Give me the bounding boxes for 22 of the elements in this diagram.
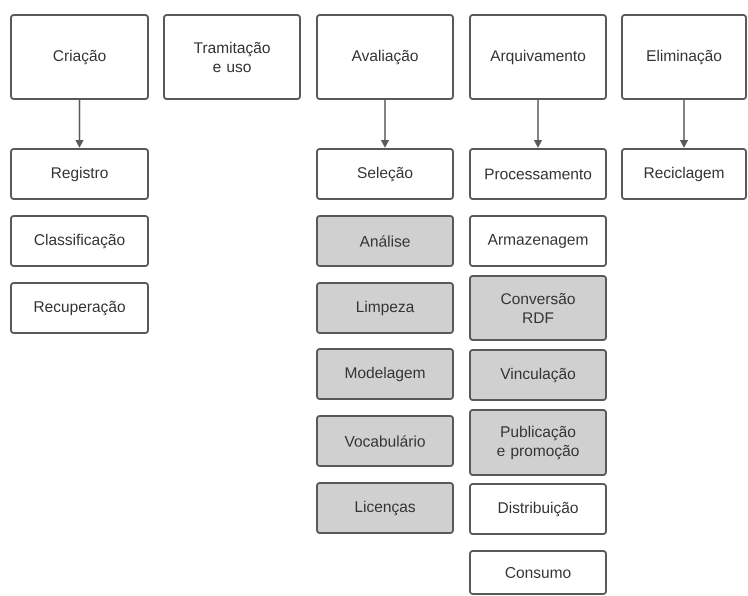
process-box: Avaliação (316, 14, 454, 100)
process-box: Classificação (10, 214, 149, 267)
process-box: Conversão RDF (469, 274, 607, 341)
process-box: Distribuição (469, 482, 607, 535)
process-box: Reciclagem (621, 148, 747, 200)
process-box: Recuperação (10, 282, 149, 334)
process-box: Eliminação (621, 14, 747, 100)
process-box: Arquivamento (469, 14, 607, 100)
process-box: Publicação e promoção (469, 408, 607, 476)
process-box: Criação (10, 14, 149, 100)
process-box: Vinculação (469, 349, 607, 401)
process-box: Vocabulário (316, 414, 454, 467)
process-box: Consumo (469, 550, 607, 595)
process-box: Registro (10, 148, 149, 200)
process-box: Análise (316, 214, 454, 267)
process-box: Seleção (316, 148, 454, 200)
process-box: Armazenagem (469, 214, 607, 267)
process-box: Tramitação e uso (163, 14, 301, 100)
process-box: Processamento (469, 148, 607, 200)
process-box: Limpeza (316, 282, 454, 334)
process-box: Licenças (316, 482, 454, 534)
process-box: Modelagem (316, 348, 454, 400)
